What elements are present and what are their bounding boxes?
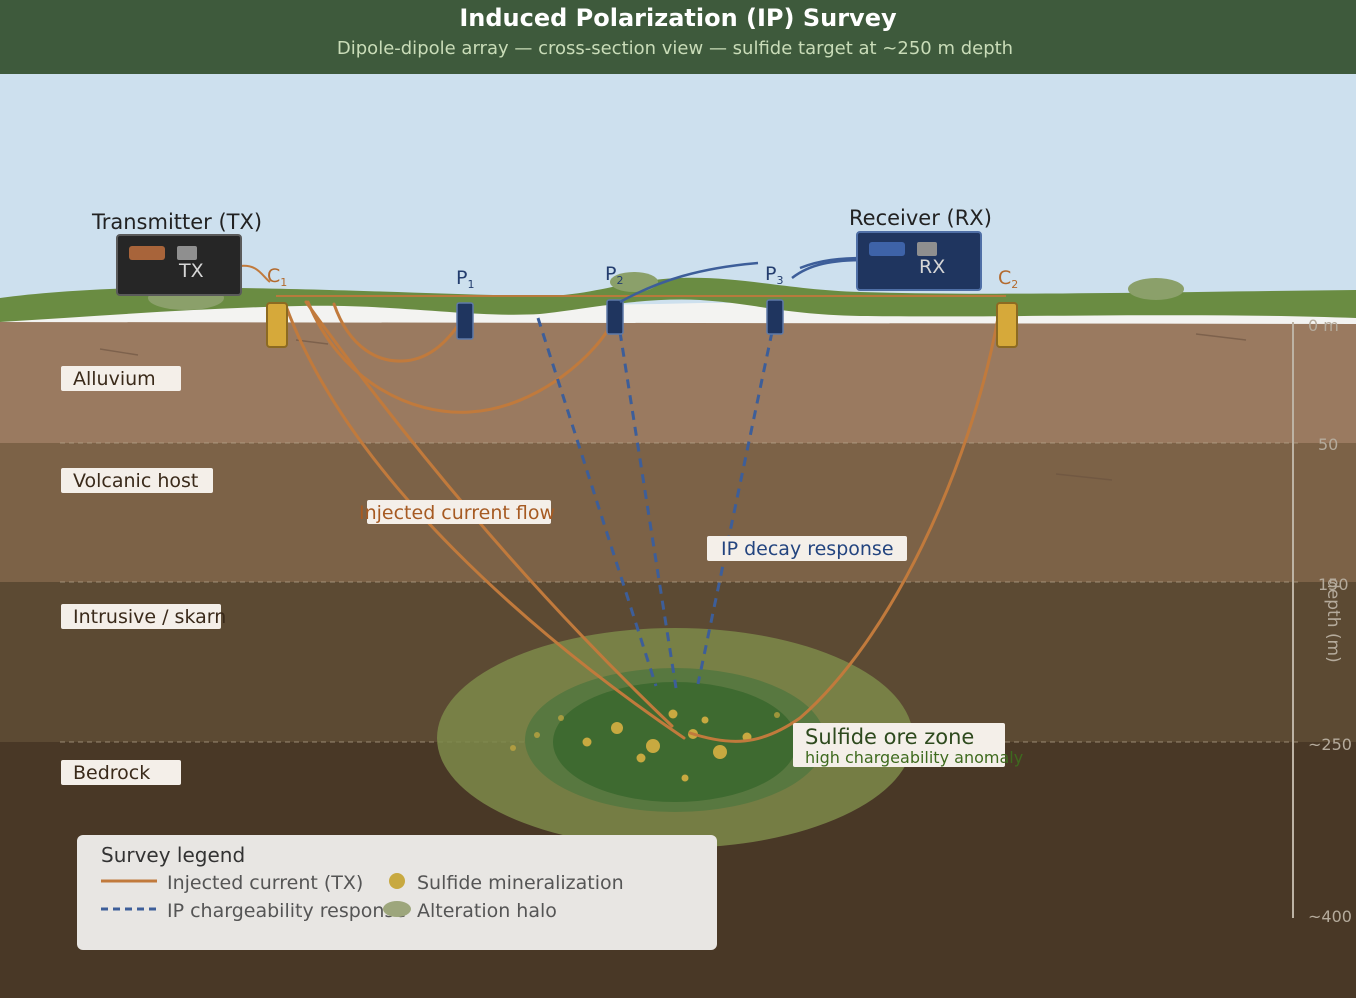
rx-cable [619,261,759,304]
transmitter-title: Transmitter (TX) [91,210,262,234]
ip-decay-label-bg [707,536,907,561]
depth-tick-400: ~400 [1308,907,1352,926]
depth-axis-label: depth (m) [1323,578,1343,663]
tx-cable [239,264,271,283]
sulfide-dot [646,739,660,753]
electrode-label-p1: P1 [456,267,474,291]
ore-zone-subtitle: high chargeability anomaly [805,748,1023,767]
sulfide-dot [668,709,678,719]
tx-indicator [129,246,165,260]
current-path [306,300,614,414]
layer-label-intrusive: Intrusive / skarn [73,606,226,628]
layer-label-alluvium: Alluvium [73,368,156,390]
tx-display [177,246,197,260]
layer-label-bg [61,604,221,629]
rock-stroke [1055,473,1113,481]
depth-tick-150: 150 [1318,575,1349,594]
current-flow-label: Injected current flow [359,502,555,524]
electrode-p3 [766,299,784,335]
legend-label-current: Injected current (TX) [167,872,363,894]
depth-tick-250: ~250 [1308,735,1352,754]
electrode-c2 [996,302,1018,348]
ip-response-line [696,331,774,685]
sulfide-dot [774,712,780,718]
sulfide-dot [534,732,540,738]
current-path [304,300,674,728]
legend-swatch-sulfide [389,873,405,889]
rock-stroke [99,348,139,356]
rx-indicator [869,242,905,256]
current-flow-label-bg [367,500,551,524]
legend-swatch-halo [383,901,411,917]
ore-zone-title: Sulfide ore zone [805,725,974,749]
page-title: Induced Polarization (IP) Survey [459,4,897,32]
layer-label-volcanic: Volcanic host [73,470,198,492]
layer-label-bedrock: Bedrock [73,762,150,784]
page-subtitle: Dipole-dipole array — cross-section view… [337,38,1013,59]
ip-response-line [618,331,678,689]
rock-stroke [1195,333,1247,341]
depth-tick-0: 0 m [1308,316,1339,335]
sulfide-dot [681,774,689,782]
layer-volcanic [0,443,1356,583]
sulfide-dot [582,737,592,747]
electrode-label-p3: P3 [765,263,783,287]
sulfide-dot [636,753,646,763]
depth-tick-50: 50 [1318,435,1338,454]
electrode-p2 [606,299,624,335]
current-path [332,302,466,363]
receiver-title: Receiver (RX) [849,206,992,230]
sulfide-dot [713,745,727,759]
header-bar [0,0,1356,74]
tx-box-label: TX [178,260,204,282]
shrub [610,272,658,292]
electrode-c1 [266,302,288,348]
rx-box-label: RX [919,256,945,278]
layer-label-bg [61,366,181,391]
layer-label-bg [61,468,213,493]
electrode-label-c2: C2 [998,267,1018,291]
sulfide-ore-core [553,682,797,802]
current-path [284,304,686,740]
legend-title: Survey legend [101,843,245,867]
shrub [1128,278,1184,300]
sulfide-dot [510,745,516,751]
layer-alluvium [0,320,1356,444]
legend-label-sulfide: Sulfide mineralization [417,872,624,894]
legend-label-halo: Alteration halo [417,900,557,922]
electrode-label-p2: P2 [605,263,623,287]
ore-zone-label-bg [793,723,1005,767]
sulfide-dot [611,722,623,734]
ip-decay-label: IP decay response [721,538,894,560]
current-path [688,316,1000,743]
sulfide-dot [558,715,564,721]
ip-response-line [536,317,658,687]
legend-label-ip: IP chargeability response [167,900,406,922]
legend-panel [77,835,717,950]
layer-label-bg [61,760,181,785]
electrode-p1 [456,302,474,340]
sulfide-dot [701,716,709,724]
rx-display [917,242,937,256]
